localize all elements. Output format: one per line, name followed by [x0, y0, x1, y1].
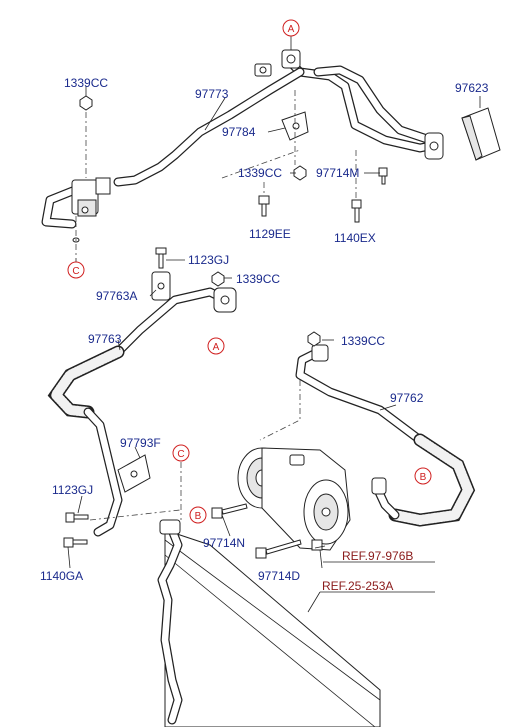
marker-a-top-label: A: [288, 24, 295, 35]
bolt-97714d: [255, 539, 302, 559]
bolt-1123gj-low: [65, 512, 89, 523]
marker-b-hose: B: [414, 467, 432, 485]
bolt-1123gj-top: [155, 247, 167, 269]
fitting-b-end: [371, 477, 387, 495]
label-1140ga: 1140GA: [40, 569, 83, 583]
marker-c-condenser-label: C: [177, 449, 184, 460]
clamp-97763a: [151, 271, 171, 301]
pipe-clip-top: [254, 63, 272, 77]
label-1123gj-top: 1123GJ: [188, 253, 229, 267]
label-97784: 97784: [222, 125, 256, 139]
receiver-97623: [424, 107, 501, 161]
marker-b-compressor-label: B: [195, 511, 202, 522]
discharge-hose-97762: [295, 347, 476, 527]
nut-1339cc-mid2: [211, 271, 225, 287]
marker-c-condenser: C: [172, 444, 190, 462]
suction-hose-97763: [47, 287, 227, 537]
bolt-1129ee: [258, 195, 270, 217]
dash-clamp-line: [89, 509, 181, 521]
label-97714n: 97714N: [203, 536, 245, 550]
condenser-panel: [157, 519, 381, 727]
label-1123gj-low: 1123GJ: [52, 483, 93, 497]
expansion-valve-block: [71, 177, 111, 217]
label-1140ex: 1140EX: [334, 231, 376, 245]
marker-b-hose-label: B: [420, 472, 427, 483]
label-1129ee: 1129EE: [249, 227, 291, 241]
label-97763a: 97763A: [96, 289, 137, 303]
marker-a-mid-label: A: [213, 342, 220, 353]
bolt-1140ex: [351, 199, 362, 223]
marker-a-top: A: [282, 19, 300, 37]
label-1339cc-mid2: 1339CC: [236, 272, 280, 286]
label-97773: 97773: [195, 87, 229, 101]
bracket-97784: [281, 111, 309, 141]
ref-97-976b: REF.97-976B: [342, 549, 413, 563]
compressor-assembly: [237, 447, 351, 551]
leader-lines: [67, 36, 481, 613]
label-97714m: 97714M: [316, 166, 359, 180]
label-97793f: 97793F: [120, 436, 161, 450]
label-1339cc-top: 1339CC: [64, 76, 108, 90]
label-97714d: 97714D: [258, 569, 300, 583]
nut-top-left: [79, 95, 93, 111]
label-97762: 97762: [390, 391, 424, 405]
marker-a-mid: A: [207, 337, 225, 355]
ref-25-253a: REF.25-253A: [322, 579, 393, 593]
marker-c-top-label: C: [72, 266, 79, 277]
dash-hose-down: [259, 380, 301, 441]
bracket-97793f: [117, 454, 151, 493]
marker-b-compressor: B: [189, 506, 207, 524]
marker-c-top: C: [67, 261, 85, 279]
label-97623: 97623: [455, 81, 489, 95]
label-1339cc-mid: 1339CC: [238, 166, 282, 180]
nut-mid: [293, 165, 307, 181]
label-1339cc-right: 1339CC: [341, 334, 385, 348]
label-97763: 97763: [88, 332, 122, 346]
bolt-97714m: [378, 167, 388, 185]
fitting-top-97762: [307, 331, 329, 362]
bolt-1140ga: [63, 537, 88, 548]
bolt-97714n: [211, 503, 248, 519]
top-fitting-a: [281, 49, 301, 69]
discharge-pipe-97773: [41, 57, 440, 229]
fitting-a-mid: [213, 287, 237, 313]
